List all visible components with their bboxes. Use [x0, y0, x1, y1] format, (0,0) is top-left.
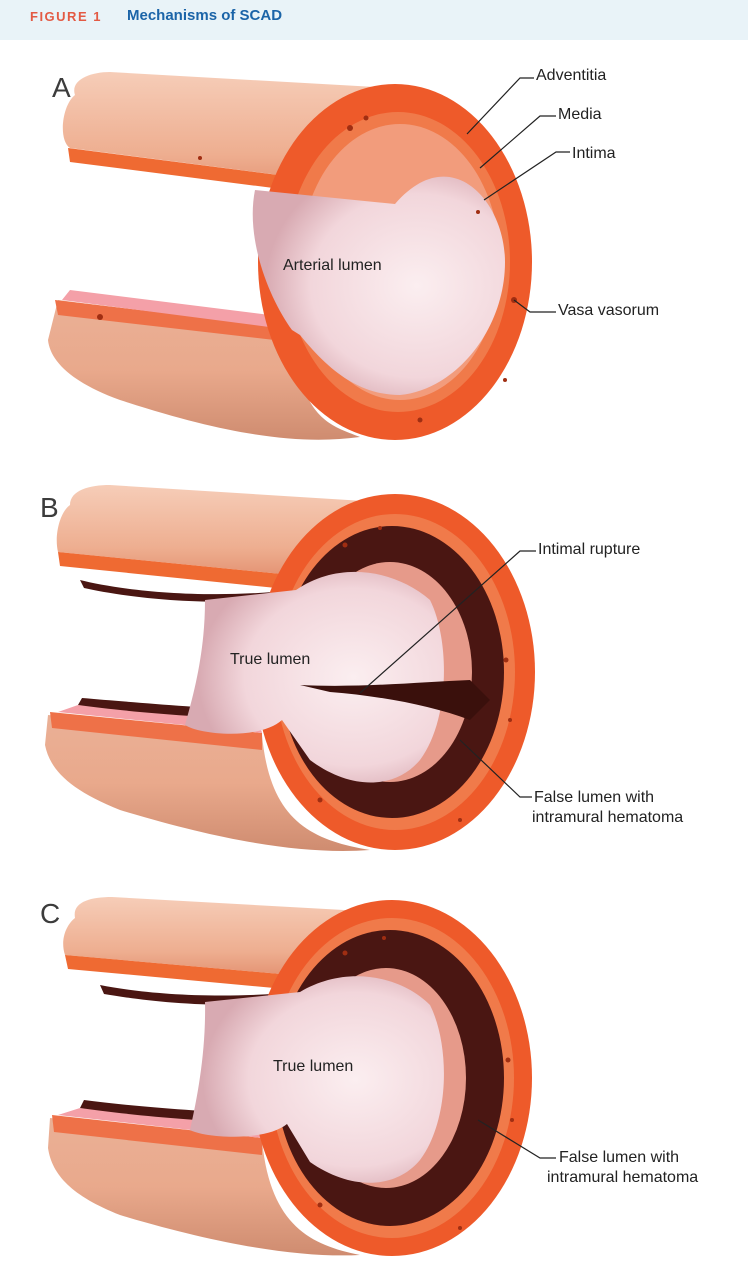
panel-c-top-edge	[65, 955, 296, 990]
panel-b-lumen-label: True lumen	[230, 651, 311, 668]
panel-a-letter: A	[52, 72, 71, 103]
intima-label: Intima	[572, 145, 616, 162]
panel-c-false-lumen-line2: intramural hematoma	[547, 1169, 699, 1186]
panel-c-vasa-dots	[317, 936, 514, 1230]
panel-b-false-lumen-line1: False lumen with	[534, 789, 655, 806]
panel-c-lumen-label: True lumen	[273, 1058, 354, 1075]
panel-c-letter: C	[40, 898, 61, 929]
panel-b-lumen	[185, 571, 444, 783]
panel-b-letter: B	[40, 492, 59, 523]
panel-a-artery	[48, 72, 570, 440]
figure-header: FIGURE 1 Mechanisms of SCAD	[0, 0, 748, 40]
panel-c-false-lumen-line1: False lumen with	[559, 1149, 680, 1166]
panel-a-leader-lines	[466, 77, 570, 313]
panel-b-intimal-tear	[300, 680, 490, 720]
adventitia-label: Adventitia	[536, 67, 607, 84]
panel-b-bottom-shell	[45, 715, 370, 851]
panel-b-vasa-dots	[317, 526, 512, 822]
panel-a-lumen	[252, 176, 505, 395]
figure-label: FIGURE 1	[30, 9, 102, 24]
panel-a-lumen-label: Arterial lumen	[283, 257, 382, 274]
figure-title: Mechanisms of SCAD	[127, 7, 283, 24]
panel-c-leader-lines	[477, 1119, 556, 1159]
vasa-vasorum-label: Vasa vasorum	[558, 302, 660, 319]
panel-a-bottom-edge	[55, 300, 292, 342]
panel-b-leader-lines	[359, 550, 536, 798]
panel-b-top-edge	[58, 552, 296, 590]
intimal-rupture-label: Intimal rupture	[538, 541, 641, 558]
panel-c-bottom-shell	[48, 1118, 360, 1256]
panel-c-lumen	[190, 976, 444, 1183]
media-label: Media	[558, 106, 602, 123]
panel-a-vasa-dots	[97, 115, 517, 423]
panel-b-artery	[45, 485, 536, 851]
panel-a-bottom-intima	[62, 290, 294, 330]
panel-c-bottom-edge	[52, 1115, 262, 1155]
panel-b-bottom-edge	[50, 712, 262, 750]
panel-c-artery	[48, 897, 556, 1256]
panel-b-false-lumen-line2: intramural hematoma	[532, 809, 684, 826]
